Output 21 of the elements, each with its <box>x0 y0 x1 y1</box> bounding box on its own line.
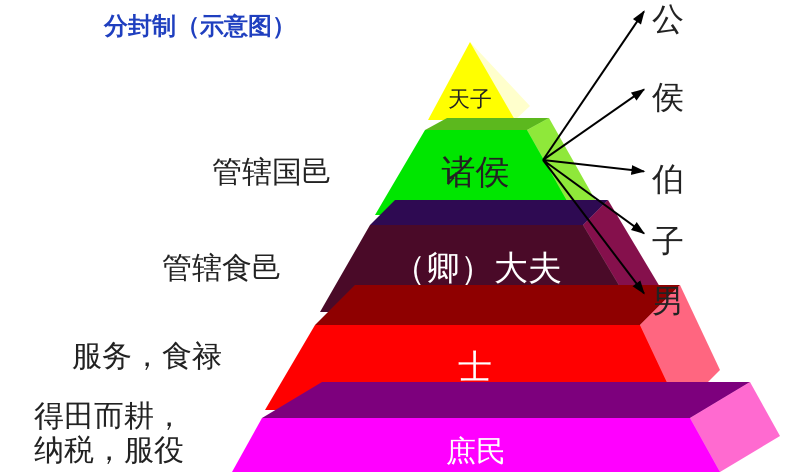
arrow <box>542 88 646 161</box>
side-label: 得田而耕，纳税，服役 <box>34 400 185 468</box>
pyramid-layer <box>232 382 780 472</box>
rank-label: 侯 <box>652 78 684 116</box>
arrow <box>542 159 646 175</box>
layer-label: （卿）大夫 <box>392 248 562 288</box>
arrow <box>542 159 646 234</box>
rank-label: 伯 <box>652 160 684 198</box>
rank-label: 公 <box>652 0 684 38</box>
arrow <box>542 10 645 161</box>
side-label: 管辖国邑 <box>212 156 333 190</box>
diagram-title: 分封制（示意图） <box>104 11 296 42</box>
layer-label: 天子 <box>448 88 492 112</box>
layer-label: 诸侯 <box>442 152 510 192</box>
arrow <box>542 159 645 295</box>
side-label: 服务，食禄 <box>72 340 223 374</box>
side-label: 管辖食邑 <box>162 252 283 286</box>
layer-label: 庶民 <box>446 434 506 470</box>
rank-label: 子 <box>652 222 684 260</box>
pyramid-layer <box>428 42 530 120</box>
layer-label: 士 <box>458 348 492 388</box>
